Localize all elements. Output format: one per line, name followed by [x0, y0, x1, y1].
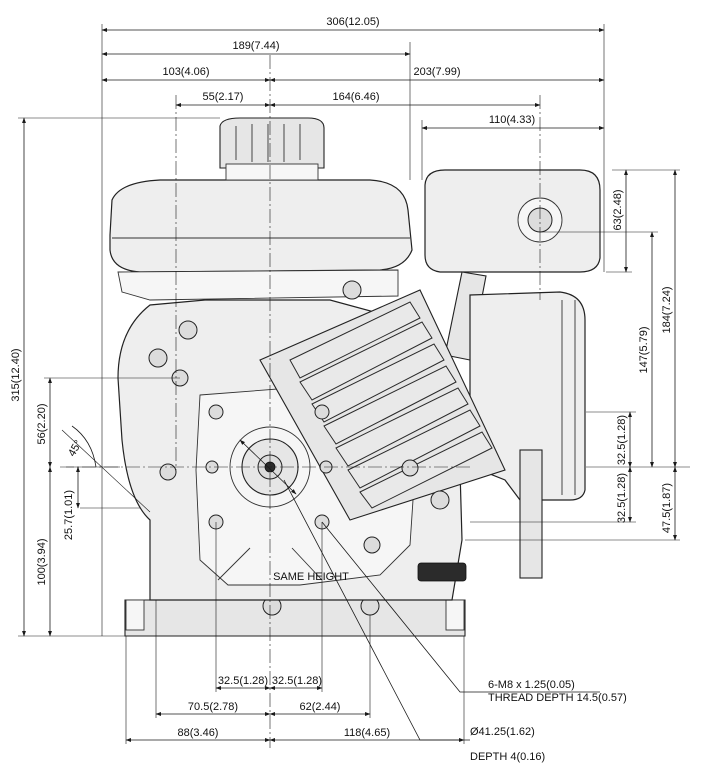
thread-leader — [321, 521, 600, 693]
boss-lower-right — [363, 536, 381, 554]
pto-bolt-hole-1 — [208, 404, 224, 420]
dim-bolt-vert-upper: 32.5(1.28) — [616, 415, 628, 465]
dim-cleaner-to-right: 110(4.33) — [489, 114, 535, 126]
boss-left — [148, 348, 168, 368]
fuel-cap-neck — [225, 163, 319, 181]
boss-left-low — [159, 463, 177, 481]
note-bore-line2: DEPTH 4(0.16) — [470, 751, 545, 763]
dim-muffler-top: 184(7.24) — [661, 286, 673, 333]
fuel-tank — [109, 179, 413, 273]
dim-shaft-to-right: 203(7.99) — [413, 66, 460, 78]
cylinder-fins — [259, 289, 506, 521]
note-thread-line1: 6-M8 x 1.25(0.05) — [488, 679, 575, 691]
dim-left-to-shaft: 103(4.06) — [162, 66, 209, 78]
dim-cleaner-height: 63(2.48) — [612, 190, 624, 231]
note-bore-line1: Ø41.25(1.62) — [470, 726, 535, 738]
boss-top — [342, 280, 362, 300]
muffler-shield-lines — [561, 300, 576, 495]
fuel-tank-lower — [117, 269, 399, 301]
dim-bolt-horiz-right: 32.5(1.28) — [272, 675, 322, 687]
dim-shaft-to-lower-hole: 25.7(1.01) — [63, 490, 75, 540]
muffler-exhaust-outlet — [519, 449, 543, 579]
extension-lines — [18, 24, 680, 744]
base-flange — [124, 599, 466, 637]
fuel-cap-grip — [235, 124, 301, 162]
bore-leader — [283, 479, 470, 741]
note-thread-line2: THREAD DEPTH 14.5(0.57) — [488, 692, 627, 704]
base-foot-right — [445, 599, 465, 631]
engine-outline — [109, 117, 601, 637]
dim-shaft-height: 100(3.94) — [36, 538, 48, 585]
dim-overall-width: 306(12.05) — [326, 16, 379, 28]
fuel-cap — [219, 117, 325, 169]
recoil-handle — [417, 562, 467, 582]
dim-base-left-edge: 88(3.46) — [178, 727, 219, 739]
boss-right — [401, 459, 419, 477]
spark-plug — [430, 490, 450, 510]
boss-top-left — [178, 320, 198, 340]
dim-left-to-cleaner-edge: 189(7.44) — [232, 40, 279, 52]
same-height-bracket — [217, 547, 323, 581]
air-cleaner — [424, 169, 601, 273]
dimension-labels: 306(12.05) 189(7.44) 103(4.06) 203(7.99)… — [10, 16, 673, 763]
dimension-lines — [22, 28, 690, 742]
dim-base-right-edge: 118(4.65) — [344, 727, 390, 739]
dim-angle: 45° — [66, 438, 85, 458]
dim-bolt-vert-lower: 32.5(1.28) — [616, 473, 628, 523]
dim-bolt-horiz-left: 32.5(1.28) — [218, 675, 268, 687]
dim-outlet-to-shaft: 47.5(1.87) — [661, 483, 673, 533]
dim-fuel-cap-offset: 55(2.17) — [203, 91, 244, 103]
dim-base-left-hole: 70.5(2.78) — [188, 701, 238, 713]
base-foot-left — [125, 599, 145, 631]
dim-muffler-outlet: 147(5.79) — [638, 326, 650, 373]
dim-overall-height: 315(12.40) — [10, 348, 22, 401]
dim-shaft-to-cleaner: 164(6.46) — [332, 91, 379, 103]
dim-shaft-to-upper-hole: 56(2.20) — [36, 404, 48, 445]
angle-arc — [71, 425, 97, 468]
note-same-height: SAME HEIGHT — [273, 571, 349, 583]
dim-base-right-hole: 62(2.44) — [300, 701, 341, 713]
muffler — [469, 291, 586, 501]
pto-bolt-hole-2 — [314, 404, 330, 420]
